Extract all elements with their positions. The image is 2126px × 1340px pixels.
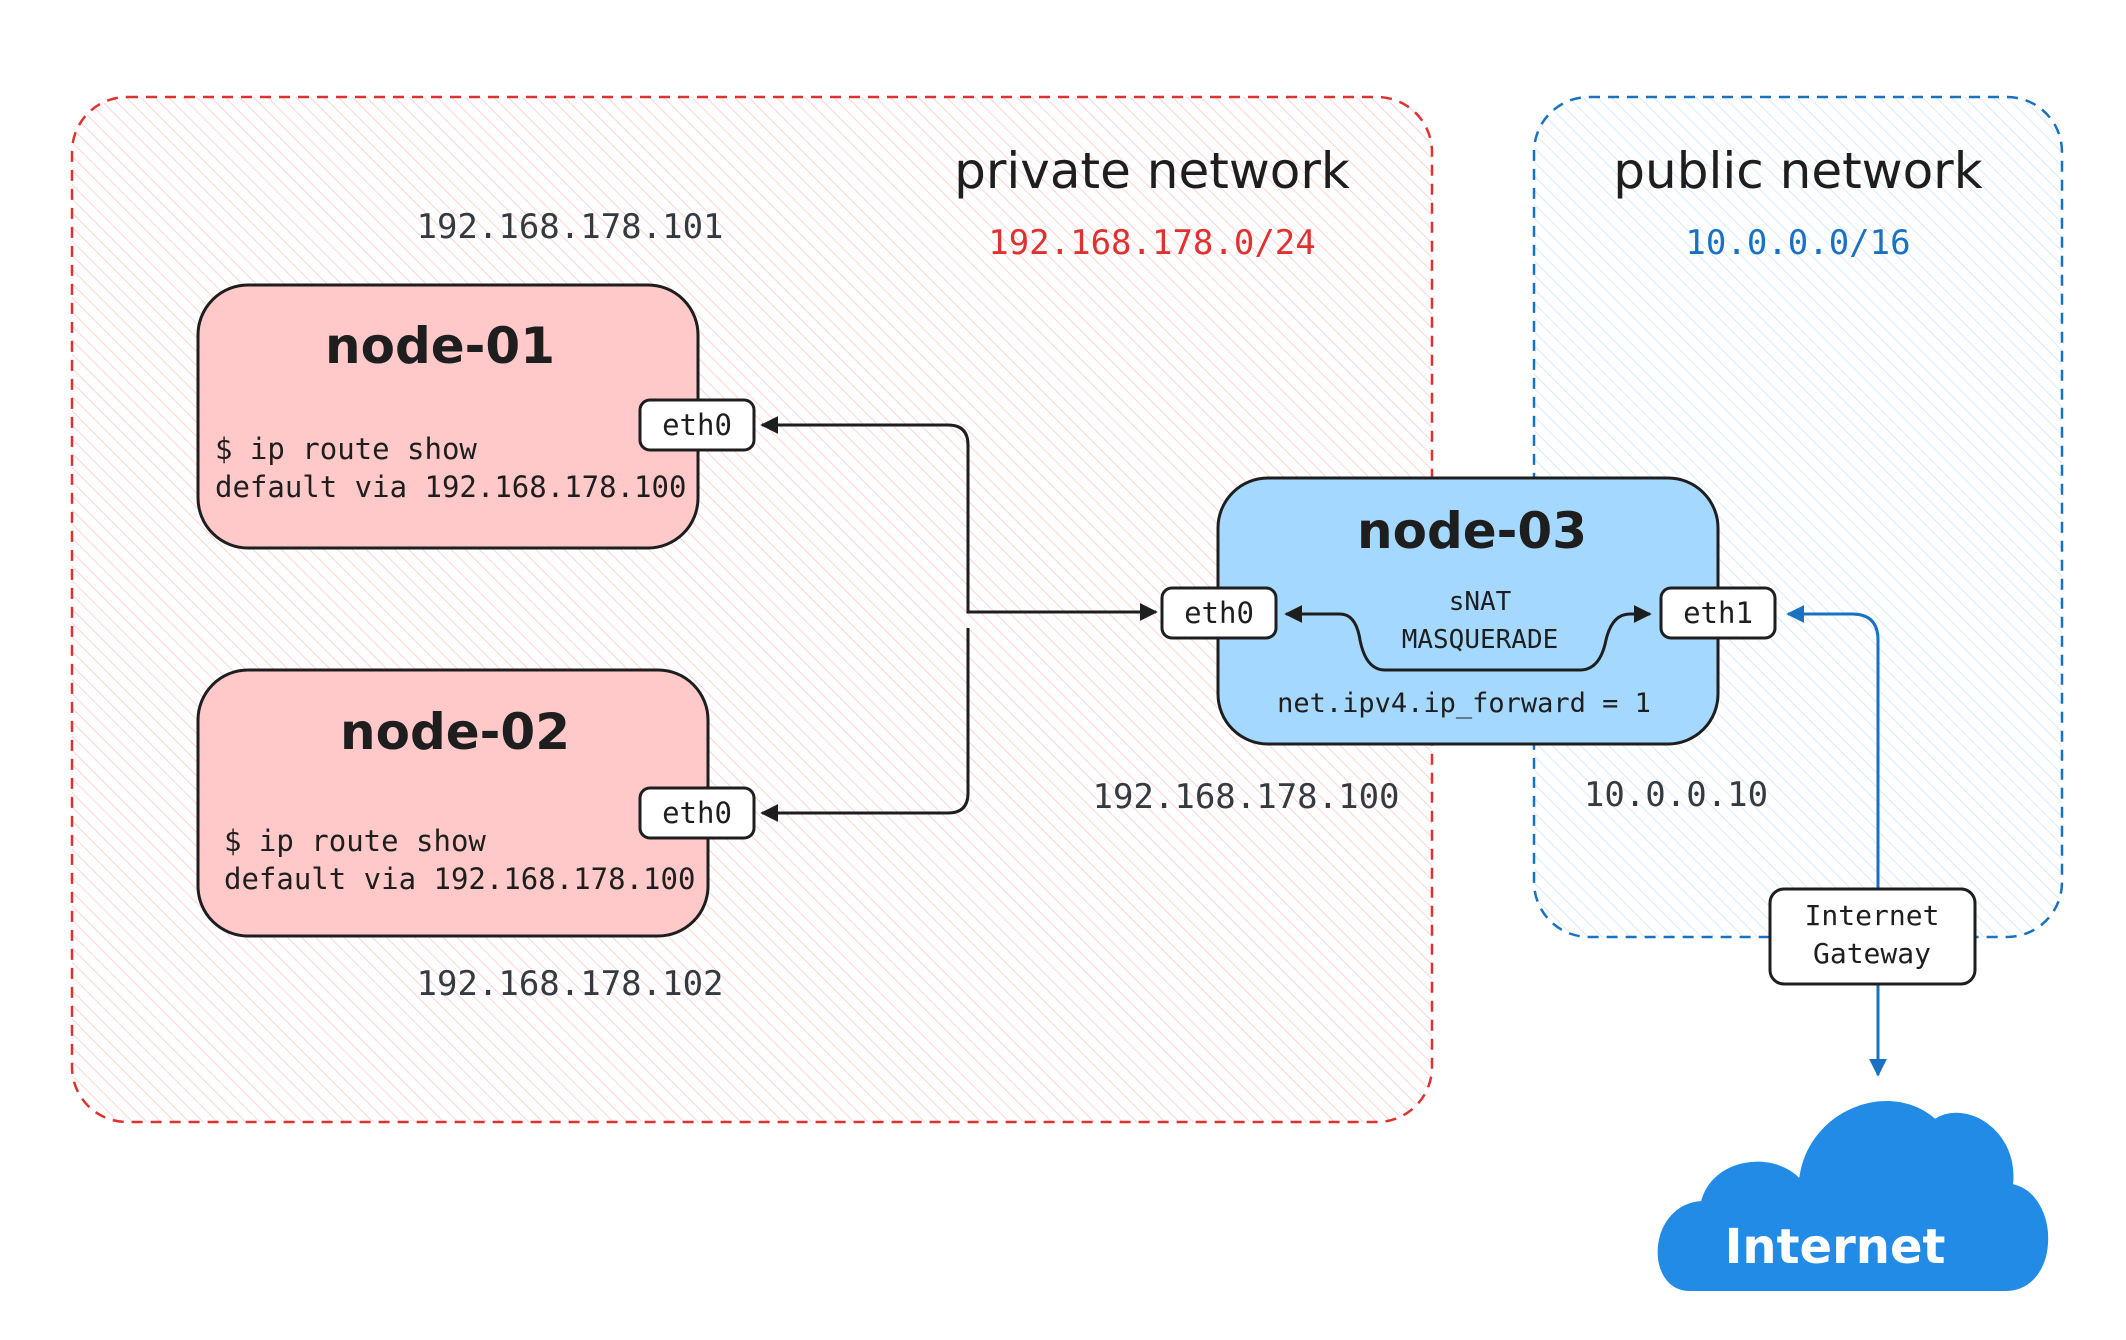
node03-nat-line2: MASQUERADE [1402, 625, 1559, 655]
node03-title: node-03 [1357, 502, 1587, 560]
private-links [760, 416, 1158, 822]
gateway-label-line2: Gateway [1813, 937, 1931, 970]
private-network-cidr: 192.168.178.0/24 [988, 223, 1316, 263]
private-network-title: private network [954, 142, 1350, 200]
node03-nat-line1: sNAT [1449, 587, 1512, 617]
node01-ip-label: 192.168.178.101 [416, 207, 723, 247]
internet-cloud-icon: Internet [1657, 1101, 2049, 1291]
node02-eth0-label: eth0 [662, 796, 732, 830]
public-network-cidr: 10.0.0.0/16 [1685, 223, 1910, 263]
node01-eth0-port: eth0 [638, 398, 756, 452]
node02-route: default via 192.168.178.100 [224, 862, 695, 896]
node03-private-ip-label: 192.168.178.100 [1092, 777, 1399, 817]
node03-box: node-03 sNAT MASQUERADE net.ipv4.ip_forw… [1160, 476, 1777, 746]
node03-eth0-port: eth0 [1160, 586, 1278, 640]
gateway-label-line1: Internet [1805, 899, 1940, 932]
node01-command: $ ip route show [215, 432, 477, 466]
node01-route: default via 192.168.178.100 [215, 470, 686, 504]
node03-eth1-port: eth1 [1659, 586, 1777, 640]
internet-gateway-box: Internet Gateway [1768, 887, 1977, 986]
link-node01-eth0 [760, 416, 1158, 621]
link-node02-eth0 [760, 628, 970, 822]
node02-box: node-02 $ ip route show default via 192.… [196, 668, 756, 938]
node02-eth0-port: eth0 [638, 786, 756, 840]
node02-command: $ ip route show [224, 824, 486, 858]
node03-eth1-label: eth1 [1683, 596, 1753, 630]
nat-forward-link [1284, 605, 1652, 672]
node03-sysctl: net.ipv4.ip_forward = 1 [1277, 688, 1651, 719]
node01-box: node-01 $ ip route show default via 192.… [196, 283, 756, 550]
link-gateway-eth1 [1786, 605, 1880, 890]
node03-public-ip-label: 10.0.0.10 [1584, 775, 1768, 815]
node03-eth0-label: eth0 [1184, 596, 1254, 630]
node01-eth0-label: eth0 [662, 408, 732, 442]
node02-title: node-02 [340, 703, 570, 761]
public-network-title: public network [1613, 142, 1982, 200]
node02-ip-label: 192.168.178.102 [416, 964, 723, 1004]
internet-label: Internet [1725, 1219, 1946, 1275]
node01-title: node-01 [325, 317, 555, 375]
